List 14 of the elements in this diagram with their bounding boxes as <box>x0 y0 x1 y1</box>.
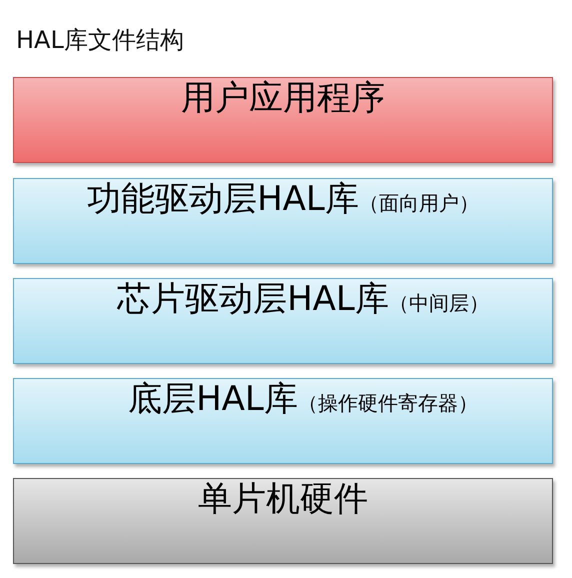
layer-label: 用户应用程序 <box>181 78 385 119</box>
layer-box <box>13 378 553 464</box>
layer-note: （中间层） <box>388 291 489 315</box>
layer-note: （操作硬件寄存器） <box>298 391 478 415</box>
layer-label: 功能驱动层HAL库 <box>87 179 359 220</box>
layer-label: 底层HAL库 <box>128 379 298 420</box>
layer-label: 单片机硬件 <box>198 479 368 520</box>
layer-note: （面向用户） <box>358 191 479 215</box>
layer-label: 芯片驱动层HAL库 <box>117 279 389 320</box>
layer-box <box>13 278 553 364</box>
diagram-title: HAL库文件结构 <box>16 25 184 56</box>
layer-box <box>13 478 553 564</box>
layer-box <box>13 77 553 163</box>
layer-box <box>13 178 553 264</box>
